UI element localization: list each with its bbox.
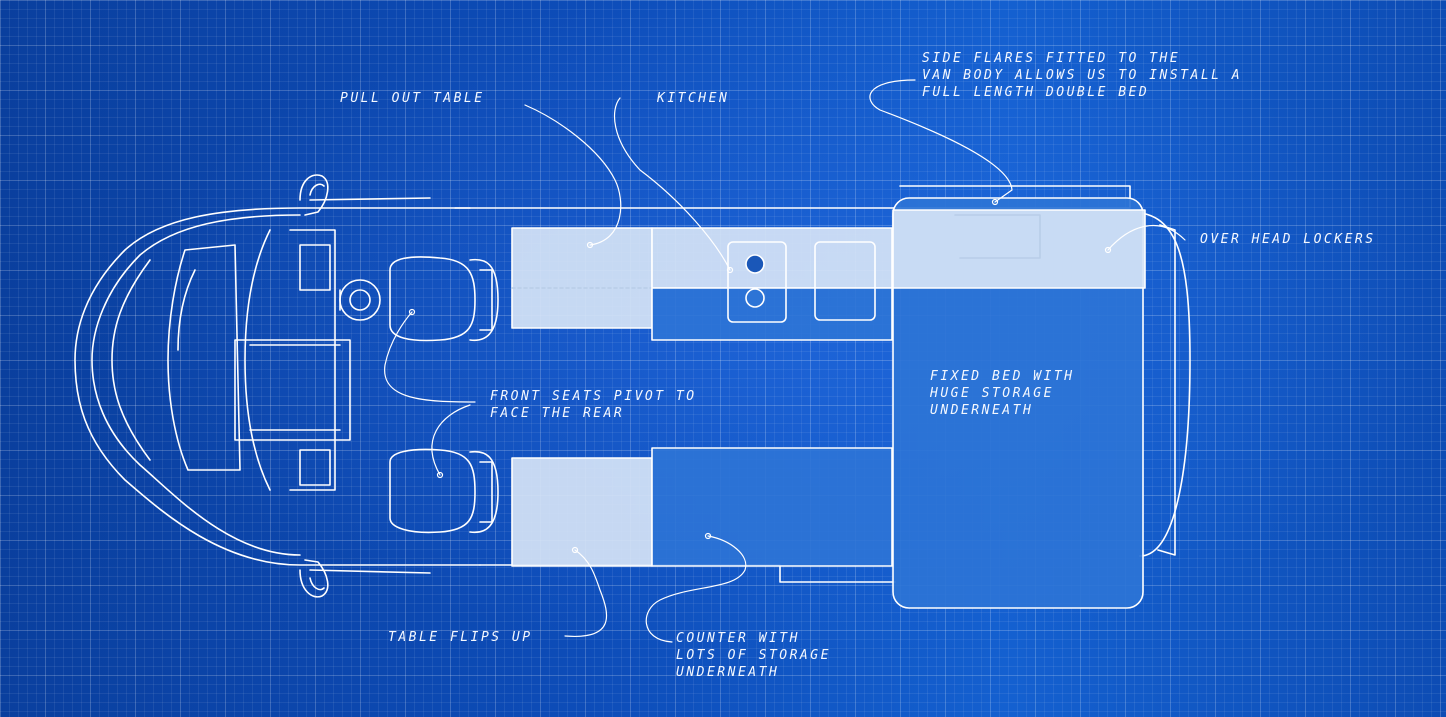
pull-out-table-block [511, 227, 653, 329]
label-table-flips: TABLE FLIPS UP [388, 630, 533, 645]
dashboard [111, 229, 351, 491]
label-overhead-lockers: OVER HEAD LOCKERS [1200, 232, 1376, 247]
flip-up-table-block [511, 457, 653, 567]
kitchen-counter-front [651, 287, 893, 341]
label-front-seats-line2: FACE THE REAR [490, 406, 625, 421]
front-seats [339, 256, 499, 534]
label-counter-line1: COUNTER WITH [676, 631, 800, 646]
fixed-bed [892, 197, 1146, 609]
label-counter-line2: LOTS OF STORAGE [676, 648, 831, 663]
label-pull-out-table: PULL OUT TABLE [340, 91, 485, 106]
label-fixed-bed-line2: HUGE STORAGE [930, 386, 1054, 401]
kitchen-sink-hob [727, 241, 876, 323]
label-front-seats: FRONT SEATS PIVOT TO FACE THE REAR [490, 388, 697, 422]
mirrors [299, 174, 329, 598]
label-counter-line3: UNDERNEATH [676, 665, 780, 680]
label-side-flares-line1: SIDE FLARES FITTED TO THE [922, 51, 1181, 66]
label-side-flares-line2: VAN BODY ALLOWS US TO INSTALL A [922, 68, 1243, 83]
label-fixed-bed-line3: UNDERNEATH [930, 403, 1034, 418]
storage-counter [651, 447, 893, 567]
label-side-flares: SIDE FLARES FITTED TO THE VAN BODY ALLOW… [922, 50, 1242, 101]
label-counter: COUNTER WITH LOTS OF STORAGE UNDERNEATH [676, 630, 831, 681]
label-side-flares-line3: FULL LENGTH DOUBLE BED [922, 85, 1150, 100]
label-kitchen: KITCHEN [657, 91, 730, 106]
label-front-seats-line1: FRONT SEATS PIVOT TO [490, 389, 697, 404]
label-fixed-bed: FIXED BED WITH HUGE STORAGE UNDERNEATH [930, 368, 1075, 419]
leader-lines [384, 79, 1186, 643]
label-fixed-bed-line1: FIXED BED WITH [930, 369, 1075, 384]
kitchen-counter-top [651, 227, 893, 289]
